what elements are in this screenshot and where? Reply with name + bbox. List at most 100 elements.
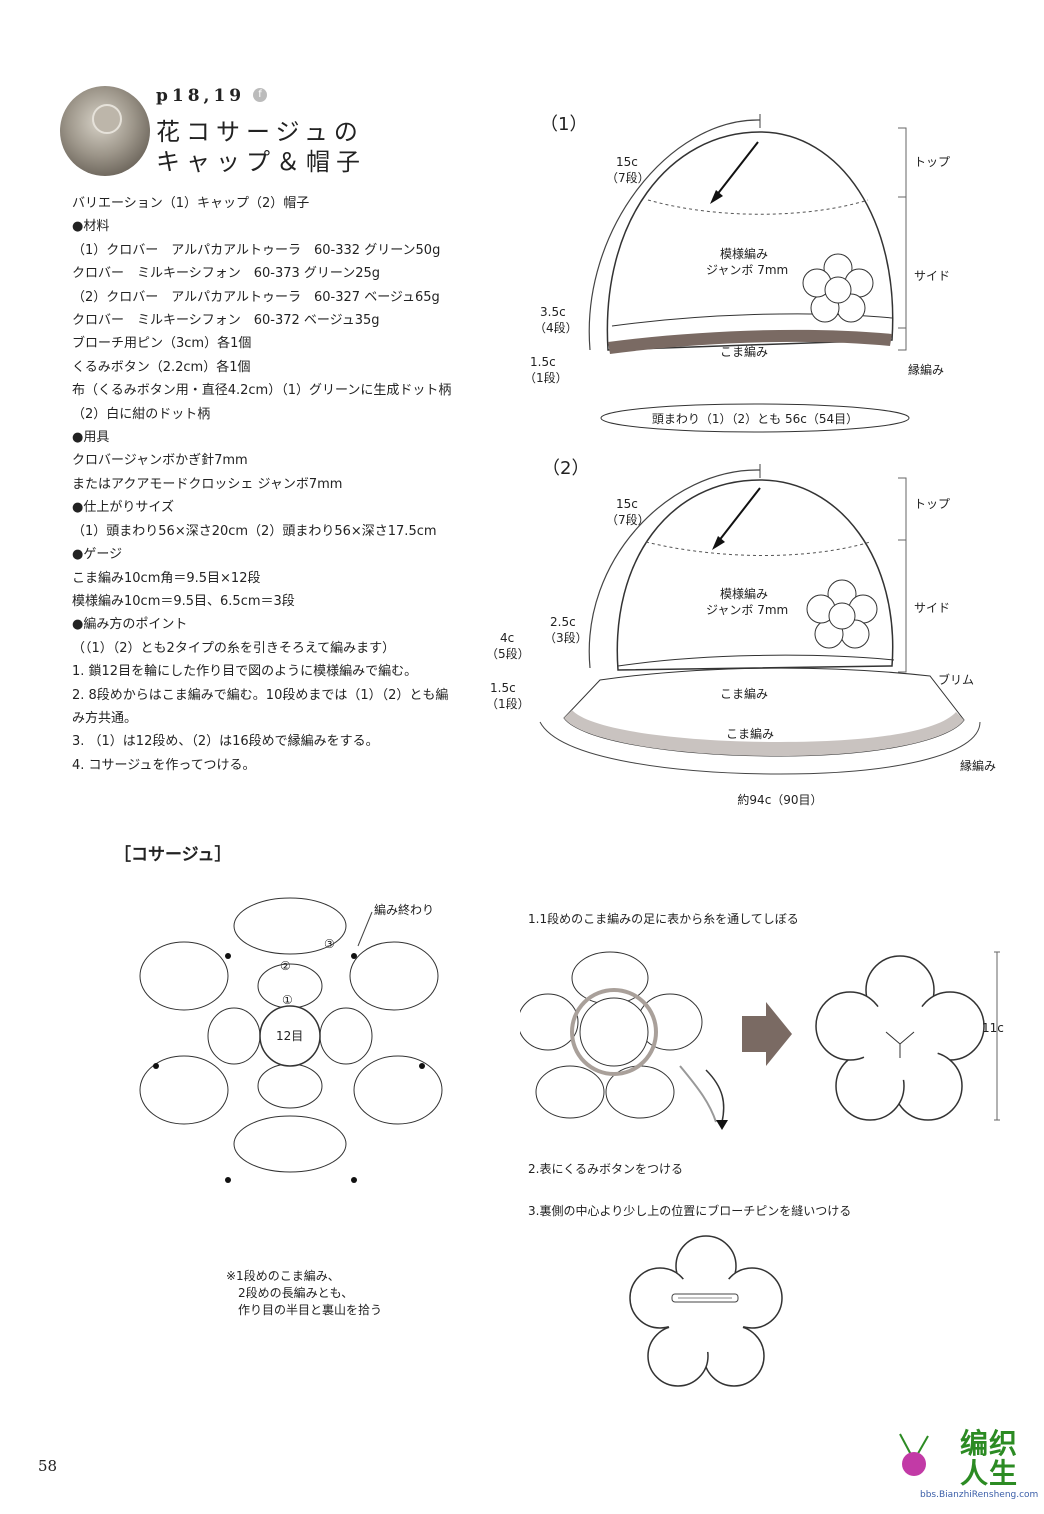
note-line-3: 作り目の半目と裏山を拾う bbox=[238, 1303, 383, 1317]
band-length: 3.5c bbox=[540, 305, 566, 319]
pattern-label: 模様編み bbox=[720, 246, 768, 261]
end-pointer bbox=[357, 911, 373, 947]
spec-line: 布（くるみボタン用・直径4.2cm）（1）グリーンに生成ドット柄 bbox=[72, 383, 452, 399]
diagram-1-number: （1） bbox=[540, 114, 587, 135]
thread-end bbox=[679, 1065, 717, 1123]
spec-line: 模様編み10cm＝9.5目、6.5cm＝3段 bbox=[72, 593, 295, 609]
band-length: 2.5c bbox=[550, 615, 576, 629]
corsage-chart: 編み終わり ③ ② ① 12目 ※1段めのこま編み、 bbox=[139, 897, 443, 1183]
top-rows: （7段） bbox=[606, 170, 650, 185]
spec-line: （2）クロバー アルパカアルトゥーラ 60-327 ベージュ65g bbox=[72, 289, 440, 305]
edge-rows: （1段） bbox=[486, 696, 530, 711]
stitch-dots bbox=[153, 953, 425, 1183]
edge-length: 1.5c bbox=[530, 355, 556, 369]
pull-arrow bbox=[705, 1069, 725, 1123]
logo-line-1: 编织 bbox=[960, 1427, 1019, 1460]
direction-arrow bbox=[717, 487, 761, 543]
spec-line: クロバー ミルキーシフォン 60-373 グリーン25g bbox=[72, 266, 381, 282]
band-line bbox=[617, 654, 895, 667]
spec-line: ●ゲージ bbox=[72, 547, 123, 563]
cap-diagram: （1） 模様編み ジャンボ 7mm こま編み 15c （7段） 3.5c （4段… bbox=[524, 114, 950, 433]
step-1-text: 1.1段めのこま編みの足に表から糸を通してしぼる bbox=[528, 912, 799, 926]
spec-list: バリエーション（1）キャップ（2）帽子●材料（1）クロバー アルパカアルトゥーラ… bbox=[72, 192, 472, 777]
spec-line: （1）頭まわり56×深さ20cm（2）頭まわり56×深さ17.5cm bbox=[72, 523, 437, 539]
page-reference: p18,19 bbox=[156, 86, 246, 106]
right-bracket bbox=[898, 477, 907, 673]
spec-line: こま編み10cm角＝9.5目×12段 bbox=[72, 570, 261, 586]
label-brim: ブリム bbox=[938, 672, 974, 687]
corsage-section-title: ［コサージュ］ bbox=[114, 845, 232, 865]
band-label: こま編み bbox=[720, 344, 768, 359]
step-1-diagram: 11c bbox=[520, 951, 1004, 1130]
rose-corsage-image bbox=[92, 104, 122, 134]
logo-url: bbs.BianzhiRensheng.com bbox=[920, 1490, 1039, 1500]
step-2-text: 2.表にくるみボタンをつける bbox=[528, 1162, 683, 1176]
title-line-1: 花コサージュの bbox=[156, 118, 364, 146]
label-top: トップ bbox=[914, 155, 950, 169]
title-line-2: キャップ＆帽子 bbox=[156, 148, 366, 176]
label-edge: 縁編み bbox=[908, 362, 944, 377]
top-rows: （7段） bbox=[606, 512, 650, 527]
edge-stripe bbox=[608, 329, 892, 354]
outer-dimension-line bbox=[588, 119, 761, 351]
pattern-badge: f bbox=[253, 88, 267, 102]
finished-flower-icon bbox=[815, 955, 985, 1121]
note-line-2: 2段めの長編みとも、 bbox=[238, 1286, 354, 1300]
spec-line: ●用具 bbox=[72, 430, 110, 446]
brim-circumference: 約94c（90目） bbox=[737, 792, 822, 807]
flower-icon bbox=[802, 253, 874, 323]
right-bracket bbox=[898, 127, 907, 351]
center-stitches: 12目 bbox=[276, 1029, 303, 1043]
edge-rows: （1段） bbox=[524, 370, 568, 385]
logo-line-2: 人生 bbox=[960, 1457, 1019, 1490]
center-ring bbox=[259, 1005, 321, 1067]
round-3-marker: ③ bbox=[324, 937, 335, 951]
spec-line: またはアクアモードクロッシェ ジャンボ7mm bbox=[72, 476, 343, 492]
spec-line: くるみボタン（2.2cm）各1個 bbox=[72, 359, 251, 375]
spec-line: クロバー ミルキーシフォン 60-372 ベージュ35g bbox=[72, 313, 380, 329]
top-side-boundary bbox=[647, 199, 869, 215]
pattern-label: 模様編み bbox=[720, 586, 768, 601]
band-rows: （3段） bbox=[544, 630, 588, 645]
end-label: 編み終わり bbox=[374, 902, 434, 917]
spec-line: （（1）（2）とも2タイプの糸を引きそろえて編みます） bbox=[72, 640, 396, 656]
label-side: サイド bbox=[914, 601, 950, 615]
brim-rows: （5段） bbox=[486, 646, 530, 661]
brim-length: 4c bbox=[500, 631, 514, 645]
flower-icon bbox=[806, 579, 878, 649]
spec-line: み方共通。 bbox=[72, 710, 138, 726]
corsage-note: ※1段めのこま編み、 2段めの長編みとも、 作り目の半目と裏山を拾う bbox=[226, 1268, 382, 1319]
hat-diagram: （2） 模様編み ジャンボ 7mm こま編み こま編み 15c （7段） 2.5… bbox=[486, 458, 996, 807]
hook-label: ジャンボ 7mm bbox=[706, 603, 788, 617]
brim-outer-dimension bbox=[539, 721, 981, 775]
circumference-ellipse bbox=[600, 403, 910, 433]
band-rows: （4段） bbox=[534, 320, 578, 335]
label-edge: 縁編み bbox=[960, 758, 996, 773]
flower-back-center bbox=[666, 1272, 746, 1352]
spec-line: 2. 8段めからはこま編みで編む。10段めまでは（1）（2）とも編 bbox=[72, 687, 449, 703]
corsage-photo bbox=[60, 86, 150, 176]
spec-line: ●材料 bbox=[72, 219, 110, 235]
diagram-2-number: （2） bbox=[542, 458, 589, 479]
next-arrow-icon bbox=[742, 1002, 792, 1066]
size-dimension bbox=[994, 951, 1000, 1121]
label-side: サイド bbox=[914, 269, 950, 283]
spec-line: （1）クロバー アルパカアルトゥーラ 60-332 グリーン50g bbox=[72, 242, 441, 258]
gathering-thread bbox=[570, 988, 658, 1076]
band-label: こま編み bbox=[720, 686, 768, 701]
brim-edge-stripe bbox=[564, 710, 964, 756]
step-3-text: 3.裏側の中心より少し上の位置にブローチピンを縫いつける bbox=[528, 1204, 852, 1218]
pull-arrow-head-icon bbox=[716, 1120, 728, 1130]
round-1-marker: ① bbox=[282, 993, 293, 1007]
spec-line: 4. コサージュを作ってつける。 bbox=[72, 757, 256, 773]
spec-line: 3. （1）は12段め、（2）は16段めで縁編みをする。 bbox=[72, 734, 379, 750]
yarn-ball-icon bbox=[899, 1433, 929, 1476]
spec-line: クロバージャンボかぎ針7mm bbox=[72, 453, 248, 469]
flower-center-gather bbox=[885, 1031, 915, 1058]
top-length: 15c bbox=[616, 155, 638, 169]
arrow-head-icon bbox=[710, 190, 723, 204]
hook-label: ジャンボ 7mm bbox=[706, 263, 788, 277]
round-2-marker: ② bbox=[280, 959, 291, 973]
step-3-diagram bbox=[629, 1235, 783, 1387]
spec-line: ●編み方のポイント bbox=[72, 617, 188, 633]
